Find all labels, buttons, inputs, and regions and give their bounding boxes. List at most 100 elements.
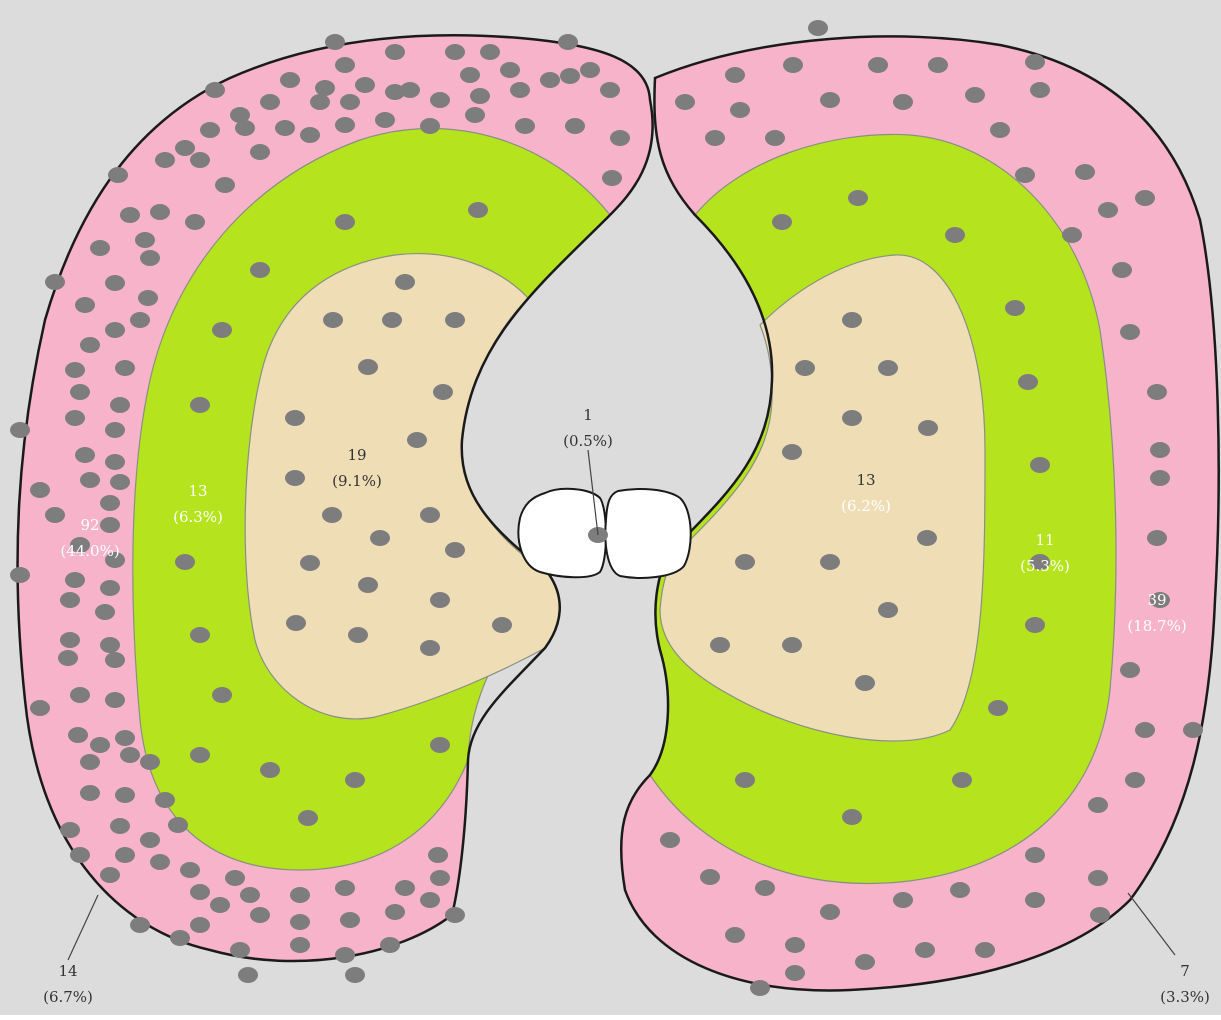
right-middle-pct: (5.3%) <box>1020 557 1070 575</box>
point-marker <box>945 227 965 243</box>
point-marker <box>135 232 155 248</box>
point-marker <box>988 700 1008 716</box>
left-middle-count: 13 <box>188 482 207 500</box>
point-marker <box>725 927 745 943</box>
point-marker <box>385 44 405 60</box>
point-marker <box>855 954 875 970</box>
point-marker <box>250 907 270 923</box>
point-marker <box>710 637 730 653</box>
point-marker <box>1147 530 1167 546</box>
point-marker <box>1090 907 1110 923</box>
right-outer-pct: (18.7%) <box>1127 617 1186 635</box>
point-marker <box>140 832 160 848</box>
point-marker <box>1112 262 1132 278</box>
point-marker <box>290 937 310 953</box>
point-marker <box>108 167 128 183</box>
point-marker <box>430 592 450 608</box>
point-marker <box>783 57 803 73</box>
point-marker <box>358 577 378 593</box>
point-marker <box>1015 167 1035 183</box>
point-marker <box>150 204 170 220</box>
point-marker <box>110 397 130 413</box>
point-marker <box>70 687 90 703</box>
point-marker <box>75 297 95 313</box>
point-marker <box>100 637 120 653</box>
point-marker <box>675 94 695 110</box>
point-marker <box>10 567 30 583</box>
point-marker <box>168 817 188 833</box>
point-marker <box>290 887 310 903</box>
point-marker <box>212 322 232 338</box>
point-marker <box>820 904 840 920</box>
point-marker <box>370 530 390 546</box>
point-marker <box>420 640 440 656</box>
point-marker <box>468 202 488 218</box>
point-marker <box>407 432 427 448</box>
point-marker <box>1147 384 1167 400</box>
point-marker <box>60 592 80 608</box>
right-middle-count: 11 <box>1035 531 1054 549</box>
point-marker <box>428 847 448 863</box>
point-marker <box>140 754 160 770</box>
point-marker <box>70 384 90 400</box>
point-marker <box>200 122 220 138</box>
point-marker <box>230 942 250 958</box>
point-marker <box>345 967 365 983</box>
point-marker <box>285 470 305 486</box>
point-marker <box>65 410 85 426</box>
point-marker <box>1088 870 1108 886</box>
point-marker <box>138 290 158 306</box>
point-marker <box>610 130 630 146</box>
point-marker <box>765 130 785 146</box>
point-marker <box>140 250 160 266</box>
point-marker <box>842 809 862 825</box>
point-marker <box>558 34 578 50</box>
point-marker <box>105 692 125 708</box>
point-marker <box>110 474 130 490</box>
point-marker <box>445 44 465 60</box>
point-marker <box>80 472 100 488</box>
point-marker <box>1183 722 1203 738</box>
point-marker <box>385 904 405 920</box>
point-marker <box>205 82 225 98</box>
point-marker <box>1030 82 1050 98</box>
point-marker <box>115 847 135 863</box>
point-marker <box>1150 442 1170 458</box>
point-marker <box>100 580 120 596</box>
point-marker <box>10 422 30 438</box>
left-inner-count: 19 <box>347 446 366 464</box>
right-edge-count: 7 <box>1180 962 1190 980</box>
point-marker <box>286 615 306 631</box>
point-marker <box>105 322 125 338</box>
point-marker <box>515 118 535 134</box>
point-marker <box>105 652 125 668</box>
point-marker <box>1150 470 1170 486</box>
point-marker <box>190 627 210 643</box>
point-marker <box>785 965 805 981</box>
point-marker <box>893 94 913 110</box>
point-marker <box>90 737 110 753</box>
point-marker <box>1098 202 1118 218</box>
point-marker <box>60 822 80 838</box>
point-marker <box>808 20 828 36</box>
point-marker <box>285 410 305 426</box>
point-marker <box>300 555 320 571</box>
point-marker <box>735 772 755 788</box>
point-marker <box>795 360 815 376</box>
point-marker <box>420 507 440 523</box>
point-marker <box>225 870 245 886</box>
point-marker <box>170 930 190 946</box>
point-marker <box>928 57 948 73</box>
point-marker <box>105 275 125 291</box>
point-marker <box>180 862 200 878</box>
right-outer-count: 39 <box>1147 591 1166 609</box>
point-marker <box>30 700 50 716</box>
point-marker <box>975 942 995 958</box>
point-marker <box>190 917 210 933</box>
point-marker <box>492 617 512 633</box>
point-marker <box>65 362 85 378</box>
point-marker <box>80 785 100 801</box>
point-marker <box>1125 772 1145 788</box>
